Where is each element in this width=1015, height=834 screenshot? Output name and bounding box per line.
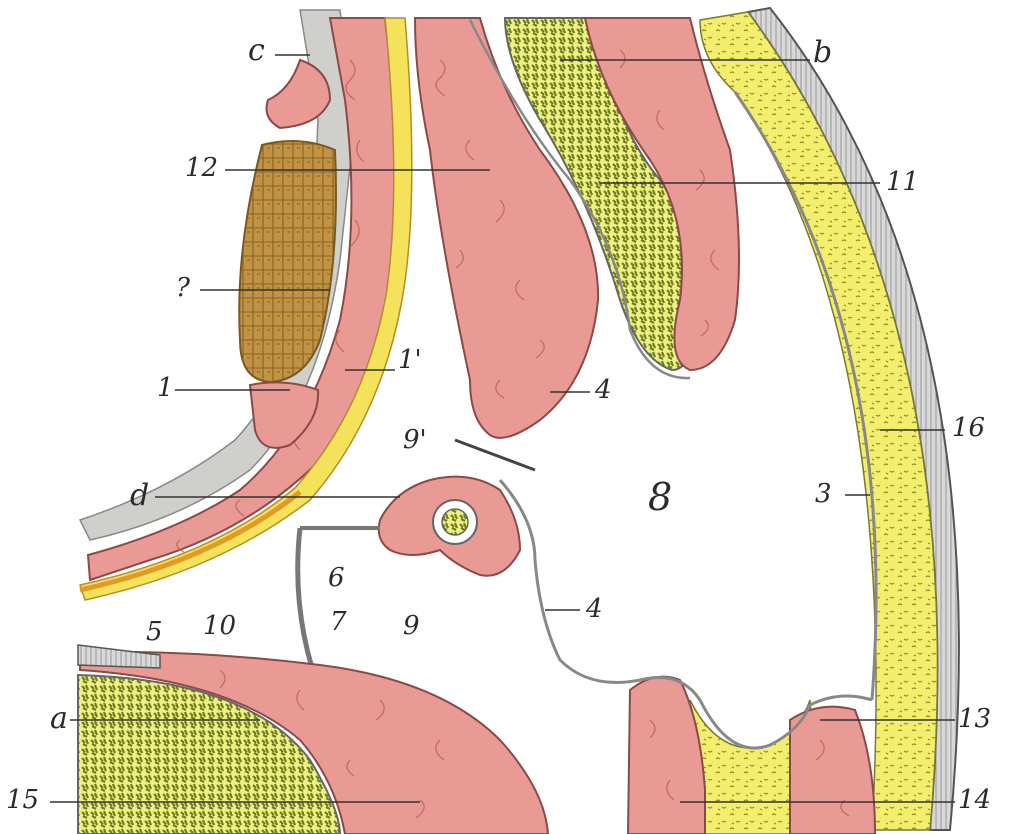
label-question: ? [176,273,191,303]
label-9-prime: 9' [403,425,427,455]
label-d: d [130,478,149,513]
label-12: 12 [185,153,218,183]
label-5: 5 [146,617,163,647]
label-1: 1 [157,373,174,403]
label-8: 8 [648,475,672,519]
label-10: 10 [203,611,236,641]
label-4-upper: 4 [594,375,612,405]
label-b: b [813,35,832,70]
label-3: 3 [815,479,832,509]
label-1-prime: 1' [398,345,422,375]
label-16: 16 [952,413,985,443]
label-11: 11 [886,167,919,197]
label-7: 7 [330,607,347,637]
label-14: 14 [958,785,991,815]
label-a: a [50,701,68,736]
label-4-lower: 4 [585,594,603,624]
label-13: 13 [958,704,991,734]
label-15: 15 [6,785,39,815]
label-c: c [248,33,265,68]
vessel-core [442,509,468,535]
label-6: 6 [328,563,345,593]
label-9: 9 [403,611,420,641]
